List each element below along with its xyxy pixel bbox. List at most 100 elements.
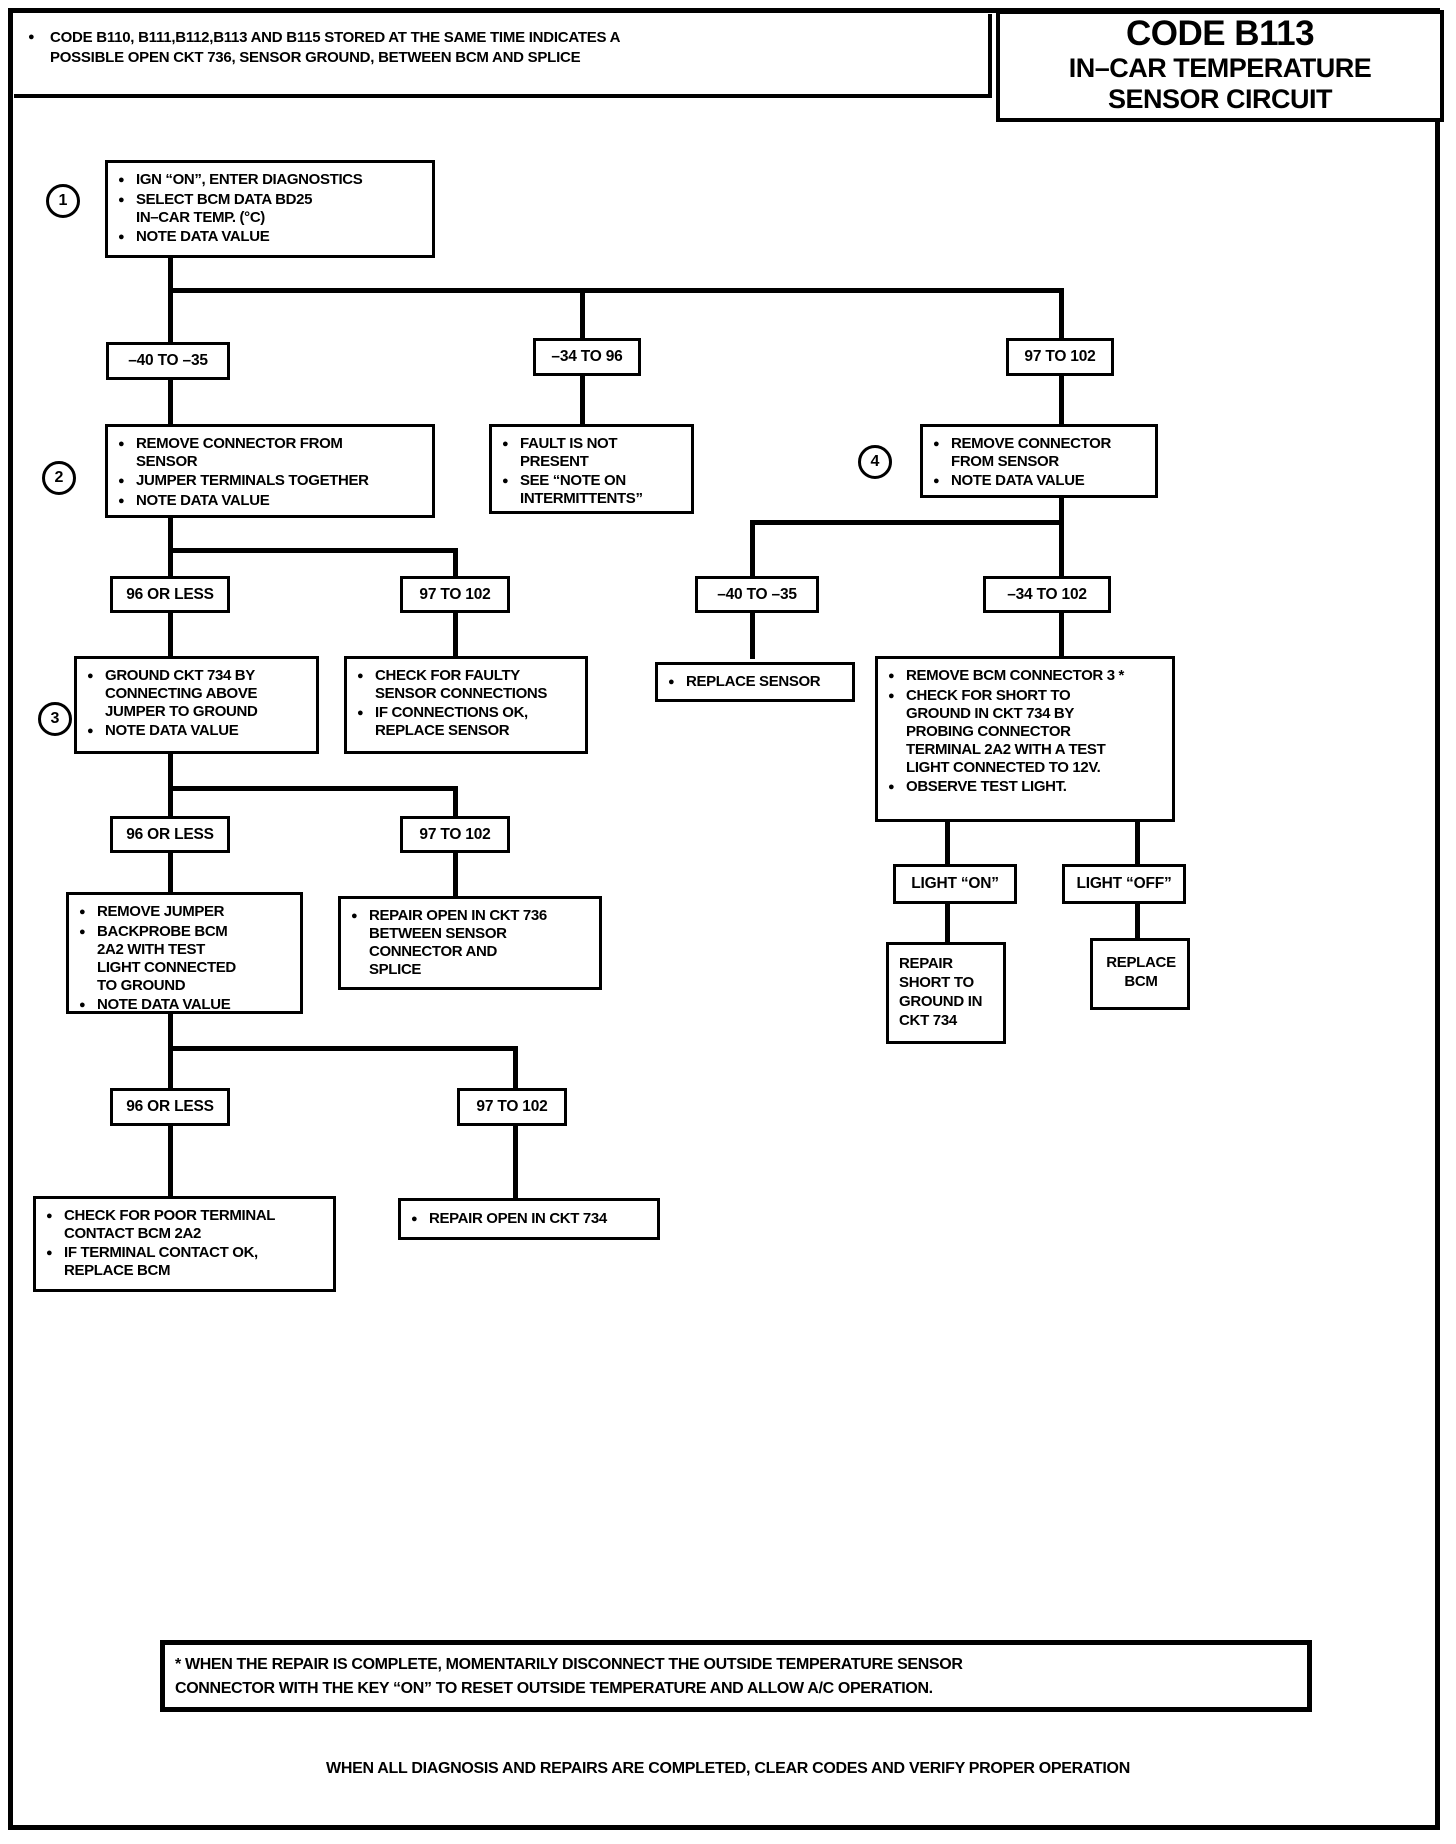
connector [168, 378, 173, 426]
box-bcm3-item: CHECK FOR SHORT TO GROUND IN CKT 734 BY … [906, 687, 1106, 776]
bullet-icon [79, 903, 97, 922]
bullet-icon [668, 673, 686, 692]
label-range-low-1: –40 TO –35 [106, 342, 230, 380]
label-range-high-1: 97 TO 102 [1006, 338, 1114, 376]
box-step1-item: IGN “ON”, ENTER DIAGNOSTICS [136, 171, 363, 188]
box-step4-item: REMOVE CONNECTOR FROM SENSOR [951, 435, 1111, 470]
top-note-box: CODE B110, B111,B112,B113 AND B115 STORE… [14, 14, 992, 98]
connector [453, 548, 458, 583]
bullet-icon [118, 171, 136, 190]
connector [580, 374, 585, 426]
bullet-icon [79, 923, 97, 942]
step-marker-1: 1 [46, 184, 80, 218]
box-remove-jumper-item: NOTE DATA VALUE [97, 996, 231, 1013]
connector [168, 516, 173, 552]
connector [1059, 288, 1064, 344]
bullet-icon [888, 687, 906, 706]
box-step1-item: SELECT BCM DATA BD25 IN–CAR TEMP. (°C) [136, 191, 313, 226]
box-bcm3-item: OBSERVE TEST LIGHT. [906, 778, 1067, 795]
box-remove-jumper: REMOVE JUMPER BACKPROBE BCM 2A2 WITH TES… [66, 892, 303, 1014]
bullet-icon [888, 667, 906, 686]
label-light-off: LIGHT “OFF” [1062, 864, 1186, 904]
connector [168, 1046, 518, 1051]
box-check-faulty-item: IF CONNECTIONS OK, REPLACE SENSOR [375, 704, 528, 739]
connector [168, 786, 173, 822]
label-96-or-less-4: 96 OR LESS [110, 1088, 230, 1126]
connector [1059, 496, 1064, 524]
bullet-icon [933, 435, 951, 454]
connector [168, 256, 173, 292]
box-step2-item: NOTE DATA VALUE [136, 492, 270, 509]
connector [1059, 611, 1064, 659]
box-step3-item: GROUND CKT 734 BY CONNECTING ABOVE JUMPE… [105, 667, 258, 720]
box-replace-bcm: REPLACE BCM [1090, 938, 1190, 1010]
box-check-faulty-connections: CHECK FOR FAULTY SENSOR CONNECTIONS IF C… [344, 656, 588, 754]
label-range-low-4: –40 TO –35 [695, 576, 819, 613]
box-remove-bcm-connector-3: REMOVE BCM CONNECTOR 3 * CHECK FOR SHORT… [875, 656, 1175, 822]
box-step1-item: NOTE DATA VALUE [136, 228, 270, 245]
box-check-faulty-item: CHECK FOR FAULTY SENSOR CONNECTIONS [375, 667, 548, 702]
footer-final-text: WHEN ALL DIAGNOSIS AND REPAIRS ARE COMPL… [326, 1760, 1130, 1777]
bullet-icon [79, 996, 97, 1015]
box-fault-item: SEE “NOTE ON INTERMITTENTS” [520, 472, 643, 507]
box-repair-734-item: REPAIR OPEN IN CKT 734 [429, 1210, 607, 1227]
box-replace-sensor-item: REPLACE SENSOR [686, 673, 821, 690]
box-step2-item: REMOVE CONNECTOR FROM SENSOR [136, 435, 343, 470]
connector [513, 1124, 518, 1200]
label-light-on: LIGHT “ON” [893, 864, 1017, 904]
connector [1135, 902, 1140, 942]
bullet-icon [502, 435, 520, 454]
box-step3: GROUND CKT 734 BY CONNECTING ABOVE JUMPE… [74, 656, 319, 754]
connector [168, 1046, 173, 1090]
box-step1: IGN “ON”, ENTER DIAGNOSTICS SELECT BCM D… [105, 160, 435, 258]
step-marker-2: 2 [42, 461, 76, 495]
connector [750, 520, 1064, 525]
box-step3-item: NOTE DATA VALUE [105, 722, 239, 739]
top-note-text: CODE B110, B111,B112,B113 AND B115 STORE… [50, 29, 621, 66]
title-line3: SENSOR CIRCUIT [1107, 84, 1333, 114]
connector [453, 611, 458, 659]
box-step4: REMOVE CONNECTOR FROM SENSOR NOTE DATA V… [920, 424, 1158, 498]
bullet-icon [46, 1244, 64, 1263]
bullet-icon [357, 667, 375, 686]
label-97-102-3: 97 TO 102 [400, 816, 510, 853]
title-code: CODE B113 [1125, 14, 1315, 53]
page-border [8, 8, 1440, 1830]
bullet-icon [118, 435, 136, 454]
bullet-icon [411, 1210, 429, 1229]
box-bcm3-item: REMOVE BCM CONNECTOR 3 * [906, 667, 1125, 684]
connector [1059, 374, 1064, 426]
footer-note-text: * WHEN THE REPAIR IS COMPLETE, MOMENTARI… [175, 1656, 963, 1697]
box-poor-terminal-item: CHECK FOR POOR TERMINAL CONTACT BCM 2A2 [64, 1207, 276, 1242]
bullet-icon [87, 722, 105, 741]
box-remove-jumper-item: REMOVE JUMPER [97, 903, 225, 920]
connector [168, 548, 458, 553]
bullet-icon [502, 472, 520, 491]
box-step2: REMOVE CONNECTOR FROM SENSOR JUMPER TERM… [105, 424, 435, 518]
connector [453, 851, 458, 896]
connector [168, 548, 173, 583]
connector [168, 786, 458, 791]
bullet-icon [933, 472, 951, 491]
connector [513, 1046, 518, 1090]
connector [580, 288, 585, 344]
connector [453, 786, 458, 822]
step-marker-3: 3 [38, 702, 72, 736]
bullet-icon [118, 472, 136, 491]
box-repair-short-text: REPAIR SHORT TO GROUND IN CKT 734 [899, 955, 983, 1029]
connector [168, 851, 173, 896]
bullet-icon [118, 492, 136, 511]
connector [1135, 820, 1140, 868]
box-step2-item: JUMPER TERMINALS TOGETHER [136, 472, 369, 489]
connector [168, 1012, 173, 1050]
label-96-or-less-3: 96 OR LESS [110, 816, 230, 853]
title-line2: IN–CAR TEMPERATURE [1068, 53, 1372, 83]
box-repair-short-ground: REPAIR SHORT TO GROUND IN CKT 734 [886, 942, 1006, 1044]
connector [168, 1124, 173, 1200]
bullet-icon [28, 28, 50, 68]
footer-note-box: * WHEN THE REPAIR IS COMPLETE, MOMENTARI… [160, 1640, 1312, 1712]
box-replace-sensor: REPLACE SENSOR [655, 662, 855, 702]
label-96-or-less-2: 96 OR LESS [110, 576, 230, 613]
box-repair-open-736: REPAIR OPEN IN CKT 736 BETWEEN SENSOR CO… [338, 896, 602, 990]
